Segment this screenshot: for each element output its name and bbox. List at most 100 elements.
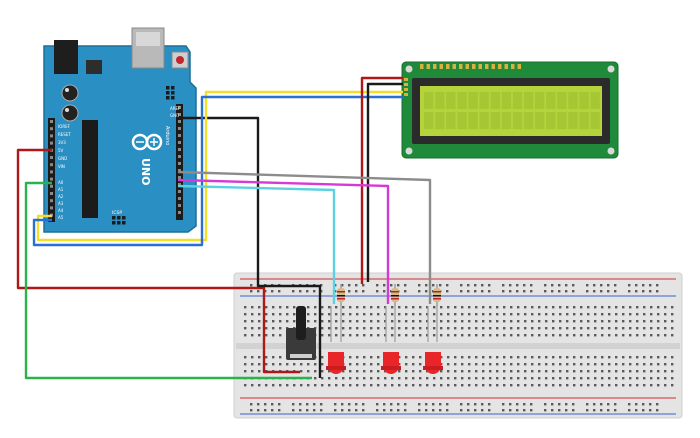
rail-hole xyxy=(502,284,505,287)
breadboard-hole xyxy=(531,327,534,330)
breadboard-hole xyxy=(419,370,422,373)
breadboard-hole xyxy=(601,334,604,337)
rail-hole xyxy=(418,403,421,406)
breadboard-hole xyxy=(314,306,317,309)
lcd-character-cell xyxy=(490,112,500,129)
breadboard-hole xyxy=(356,356,359,359)
breadboard-hole xyxy=(629,370,632,373)
rail-hole xyxy=(250,409,253,412)
capacitor-highlight xyxy=(65,108,69,112)
rail-hole xyxy=(488,284,491,287)
breadboard-hole xyxy=(265,320,268,323)
breadboard-hole xyxy=(517,370,520,373)
breadboard-hole xyxy=(412,384,415,387)
rail-hole xyxy=(565,403,568,406)
rail-hole xyxy=(439,403,442,406)
breadboard-hole xyxy=(545,384,548,387)
breadboard-hole xyxy=(461,363,464,366)
breadboard-hole xyxy=(664,327,667,330)
lcd-mount-hole xyxy=(405,147,413,155)
rail-hole xyxy=(523,403,526,406)
capacitor-icon xyxy=(61,104,79,122)
rail-hole xyxy=(292,409,295,412)
breadboard-hole xyxy=(475,327,478,330)
breadboard-hole xyxy=(412,370,415,373)
rail-hole xyxy=(656,290,659,293)
breadboard-hole xyxy=(426,313,429,316)
breadboard-hole xyxy=(629,334,632,337)
breadboard-hole xyxy=(370,384,373,387)
rail-hole xyxy=(635,409,638,412)
breadboard-hole xyxy=(272,363,275,366)
breadboard-hole xyxy=(468,334,471,337)
breadboard-hole xyxy=(573,306,576,309)
pin-label-gnd: GND xyxy=(58,156,67,161)
breadboard-hole xyxy=(300,370,303,373)
rail-hole xyxy=(418,284,421,287)
breadboard-hole xyxy=(615,313,618,316)
breadboard-hole xyxy=(405,327,408,330)
breadboard-hole xyxy=(279,313,282,316)
breadboard-hole xyxy=(286,320,289,323)
rail-hole xyxy=(418,290,421,293)
rail-hole xyxy=(572,403,575,406)
lcd-character-cell xyxy=(446,112,456,129)
breadboard-hole xyxy=(629,313,632,316)
rail-hole xyxy=(467,403,470,406)
header-pin xyxy=(178,134,181,137)
breadboard-hole xyxy=(538,327,541,330)
breadboard-hole xyxy=(538,384,541,387)
breadboard-hole xyxy=(496,313,499,316)
breadboard-hole xyxy=(622,363,625,366)
rail-hole xyxy=(355,409,358,412)
pin-label-a0: A0 xyxy=(58,180,64,185)
breadboard-hole xyxy=(671,384,674,387)
breadboard-hole xyxy=(244,363,247,366)
breadboard-hole xyxy=(405,384,408,387)
breadboard-hole xyxy=(426,320,429,323)
breadboard-hole xyxy=(412,313,415,316)
breadboard-hole xyxy=(524,327,527,330)
rail-hole xyxy=(432,409,435,412)
rail-hole xyxy=(642,290,645,293)
breadboard-hole xyxy=(307,306,310,309)
breadboard-hole xyxy=(566,363,569,366)
rail-hole xyxy=(558,403,561,406)
breadboard-hole xyxy=(587,377,590,380)
rail-hole xyxy=(530,403,533,406)
pin-label-a5: A5 xyxy=(58,215,64,220)
breadboard-hole xyxy=(377,356,380,359)
breadboard-hole xyxy=(608,334,611,337)
breadboard-hole xyxy=(552,377,555,380)
breadboard-hole xyxy=(258,327,261,330)
lcd-header-pin xyxy=(452,64,456,69)
breadboard-hole xyxy=(538,320,541,323)
breadboard-hole xyxy=(531,363,534,366)
breadboard-hole xyxy=(510,363,513,366)
rail-hole xyxy=(586,284,589,287)
rail-hole xyxy=(264,409,267,412)
rail-hole xyxy=(348,284,351,287)
resistor-band xyxy=(391,291,399,293)
breadboard-hole xyxy=(622,306,625,309)
rail-hole xyxy=(481,290,484,293)
breadboard-hole xyxy=(398,313,401,316)
rail-hole xyxy=(313,403,316,406)
breadboard-hole xyxy=(328,370,331,373)
breadboard-hole xyxy=(580,356,583,359)
breadboard-hole xyxy=(454,334,457,337)
rail-hole xyxy=(642,284,645,287)
breadboard-hole xyxy=(545,334,548,337)
lcd-character-cell xyxy=(501,92,512,109)
led-rim xyxy=(326,366,346,370)
breadboard-hole xyxy=(510,377,513,380)
breadboard-hole xyxy=(349,334,352,337)
breadboard-hole xyxy=(412,320,415,323)
breadboard-hole xyxy=(510,356,513,359)
rail-hole xyxy=(432,403,435,406)
breadboard-hole xyxy=(272,306,275,309)
breadboard-hole xyxy=(265,384,268,387)
breadboard-hole xyxy=(426,377,429,380)
lcd-character-cell xyxy=(512,112,523,129)
